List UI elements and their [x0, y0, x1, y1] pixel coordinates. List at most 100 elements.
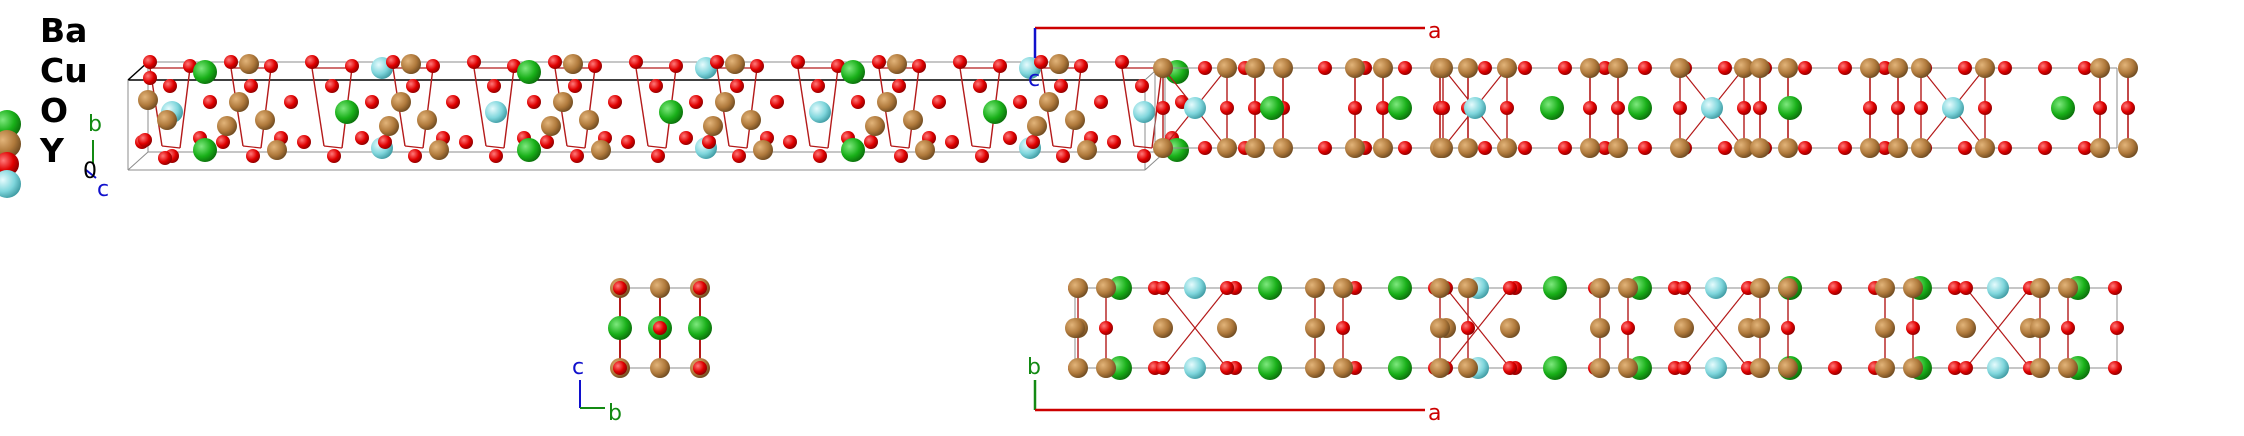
atom-cu [138, 90, 158, 110]
atom-y [1987, 277, 2009, 299]
atom-cu [1458, 138, 1478, 158]
atom-o [2078, 61, 2092, 75]
atom-ba [517, 60, 541, 84]
atom-cu [1580, 58, 1600, 78]
axis-c-label-bc: c [572, 355, 584, 380]
atom-cu [1497, 138, 1517, 158]
atom-cu [1027, 116, 1047, 136]
atom-o [679, 131, 693, 145]
atom-o [1518, 61, 1532, 75]
atom-o [378, 135, 392, 149]
atom-cu [1590, 278, 1610, 298]
atom-cu [401, 54, 421, 74]
atom-o [2110, 321, 2124, 335]
atom-cu [591, 140, 611, 160]
atom-cu [1458, 58, 1478, 78]
atom-ba [1260, 96, 1284, 120]
atom-o [408, 149, 422, 163]
atom-cu [650, 358, 670, 378]
atom-o [1461, 321, 1475, 335]
atom-o [158, 151, 172, 165]
atom-y [1184, 277, 1206, 299]
atom-cu [1670, 58, 1690, 78]
atom-cu [2090, 138, 2110, 158]
atom-o [783, 135, 797, 149]
atom-o [1115, 55, 1129, 69]
atom-ba [841, 138, 865, 162]
atom-o [1838, 141, 1852, 155]
atom-ba [841, 60, 865, 84]
top-right-view [1153, 58, 2138, 158]
atom-cu [1245, 138, 1265, 158]
atom-cu [2118, 58, 2138, 78]
atom-o [143, 55, 157, 69]
atom-o [345, 59, 359, 73]
atom-o [750, 59, 764, 73]
bond [179, 67, 191, 149]
atom-ba [193, 60, 217, 84]
atom-ba [659, 100, 683, 124]
atom-o [1958, 61, 1972, 75]
atom-ba [2051, 96, 2075, 120]
atom-o [693, 361, 707, 375]
bond [323, 145, 343, 149]
atom-cu [1153, 318, 1173, 338]
atom-o [649, 79, 663, 93]
atom-o [1891, 101, 1905, 115]
legend-swatch-y [0, 170, 21, 198]
atom-o [163, 79, 177, 93]
atom-cu [1065, 318, 1085, 338]
atom-ba [1543, 356, 1567, 380]
atom-cu [1750, 358, 1770, 378]
atom-cu [1245, 58, 1265, 78]
atom-cu [1956, 318, 1976, 338]
atom-o [1781, 321, 1795, 335]
atom-o [730, 79, 744, 93]
ab-view [1065, 276, 2124, 380]
atom-o [1828, 361, 1842, 375]
atom-o [1677, 361, 1691, 375]
axis-a-label-ab: a [1428, 401, 1441, 426]
atom-cu [1217, 138, 1237, 158]
atom-o [811, 79, 825, 93]
atom-cu [2030, 358, 2050, 378]
atom-o [1828, 281, 1842, 295]
atom-cu [1373, 58, 1393, 78]
atom-ba [1388, 356, 1412, 380]
atom-o [613, 281, 627, 295]
atom-cu [1433, 138, 1453, 158]
atom-o [653, 321, 667, 335]
bond [1445, 287, 1511, 369]
atom-ba [983, 100, 1007, 124]
atom-cu [1618, 358, 1638, 378]
atom-ba [1388, 96, 1412, 120]
atom-y [1184, 357, 1206, 379]
atom-o [689, 95, 703, 109]
axis-indicators: b 0 c a c c b b a [83, 19, 1441, 426]
atom-cu [429, 140, 449, 160]
atom-y [1705, 277, 1727, 299]
atom-o [1099, 321, 1113, 335]
atom-ba [1543, 276, 1567, 300]
atom-o [1878, 141, 1892, 155]
atom-cu [1860, 58, 1880, 78]
atom-o [1863, 101, 1877, 115]
atom-cu [1049, 54, 1069, 74]
atom-o [1638, 61, 1652, 75]
atom-cu [1039, 92, 1059, 112]
atom-o [568, 79, 582, 93]
atom-o [2038, 61, 2052, 75]
atom-o [993, 59, 1007, 73]
atom-o [621, 135, 635, 149]
atom-o [1558, 61, 1572, 75]
atom-cu [2030, 278, 2050, 298]
atom-o [1753, 101, 1767, 115]
atom-cu [741, 110, 761, 130]
atom-ba [1388, 276, 1412, 300]
atom-o [608, 95, 622, 109]
atom-cu [2058, 278, 2078, 298]
atom-cu [1345, 58, 1365, 78]
atom-o [588, 59, 602, 73]
atom-o [1013, 95, 1027, 109]
atom-o [1436, 101, 1450, 115]
